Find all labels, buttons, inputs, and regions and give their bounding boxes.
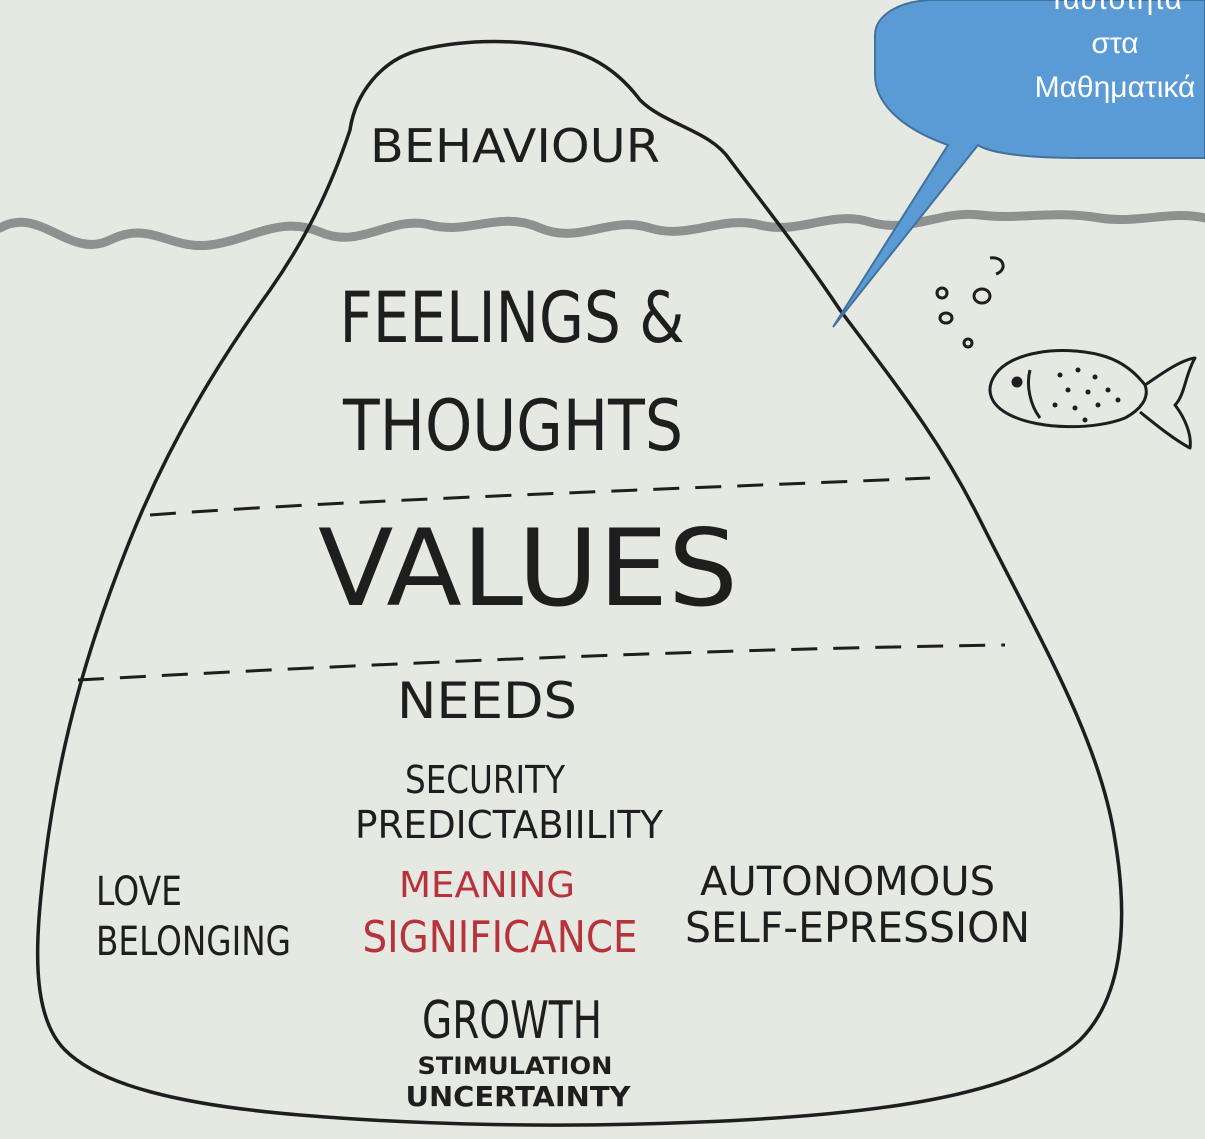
behaviour-label: BEHAVIOUR <box>370 119 660 173</box>
need-autonomous: AUTONOMOUS <box>700 859 995 905</box>
need-stimulation: STIMULATION <box>418 1052 613 1080</box>
callout-line-3: Μαθηματικά <box>1034 71 1196 104</box>
need-belonging: BELONGING <box>96 919 291 965</box>
feelings-label: FEELINGS & <box>340 277 685 359</box>
values-label: VALUES <box>318 507 738 630</box>
need-significance: SIGNIFICANCE <box>363 912 638 963</box>
fish-icon <box>988 349 1197 450</box>
need-security: SECURITY <box>405 758 566 802</box>
need-self-expression: SELF-EPRESSION <box>685 903 1030 952</box>
bubbles-icon <box>935 256 1005 349</box>
needs-title: NEEDS <box>397 672 577 730</box>
need-predictability: PREDICTABIILITY <box>355 803 664 847</box>
thoughts-label: THOUGHTS <box>342 385 683 467</box>
need-love: LOVE <box>96 869 182 915</box>
iceberg-outline <box>35 39 1124 1127</box>
water-line <box>0 209 1205 251</box>
speech-callout <box>832 0 1205 328</box>
need-growth: GROWTH <box>422 991 602 1051</box>
callout-text: Ταυτότητα στα Μαθηματικά <box>985 0 1205 110</box>
callout-line-1: Ταυτότητα <box>985 0 1205 22</box>
callout-line-2: στα <box>1091 27 1139 60</box>
need-meaning: MEANING <box>399 865 575 906</box>
need-uncertainty: UNCERTAINTY <box>406 1080 632 1113</box>
separator-values-bottom <box>77 643 1006 682</box>
separator-values-top <box>149 476 931 517</box>
